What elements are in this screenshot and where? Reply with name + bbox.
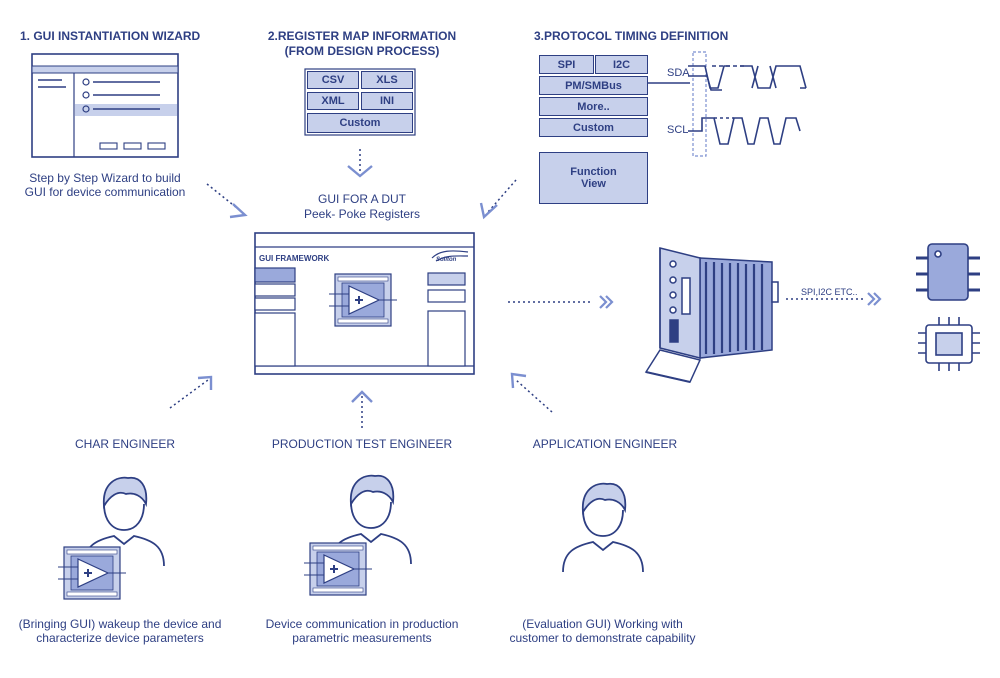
flow-arrows xyxy=(169,149,864,428)
format-ini: INI xyxy=(361,92,413,110)
char-engineer-desc-line2: characterize device parameters xyxy=(36,631,204,645)
vi-block-icon-char xyxy=(57,546,127,600)
arrow-heads xyxy=(197,165,527,403)
person-icon-application-engineer xyxy=(562,482,644,573)
wizard-caption-line1: Step by Step Wizard to build xyxy=(29,171,181,185)
application-engineer-title: APPLICATION ENGINEER xyxy=(532,437,678,451)
scl-label: SCL xyxy=(667,124,689,136)
chevron-icon-to-hardware xyxy=(598,294,614,310)
chevron-icon-to-chips xyxy=(866,291,882,307)
wizard-window-illustration xyxy=(31,53,179,158)
timing-waveforms xyxy=(648,51,807,157)
pxi-chassis-illustration xyxy=(644,247,779,383)
protocol-more: More.. xyxy=(539,97,648,116)
ic-chip-qfn-illustration xyxy=(918,317,980,371)
soliton-logo-text: Soliton xyxy=(436,257,457,263)
step2-heading-line1: 2.REGISTER MAP INFORMATION xyxy=(267,29,457,43)
protocol-custom: Custom xyxy=(539,118,648,137)
vi-block-icon-center xyxy=(328,273,398,327)
sda-label: SDA xyxy=(667,67,690,79)
char-engineer-desc-line1: (Bringing GUI) wakeup the device and xyxy=(18,617,222,631)
function-view-line2: View xyxy=(581,178,606,190)
format-xls: XLS xyxy=(361,71,413,89)
production-engineer-desc-line2: parametric measurements xyxy=(292,631,432,645)
center-title-line1: GUI FOR A DUT xyxy=(317,192,406,206)
step1-heading: 1. GUI INSTANTIATION WIZARD xyxy=(20,29,201,43)
function-view-box: Function View xyxy=(539,152,648,204)
center-title-line2: Peek- Poke Registers xyxy=(303,207,421,221)
step2-heading-line2: (FROM DESIGN PROCESS) xyxy=(284,44,440,58)
production-engineer-title: PRODUCTION TEST ENGINEER xyxy=(271,437,453,451)
gui-framework-window xyxy=(254,232,475,375)
wizard-caption-line2: GUI for device communication xyxy=(24,185,186,199)
protocol-pmsmbus: PM/SMBus xyxy=(539,76,648,95)
bus-label: SPI,I2C ETC.. xyxy=(801,287,858,297)
step3-heading: 3.PROTOCOL TIMING DEFINITION xyxy=(534,29,729,43)
gui-framework-label: GUI FRAMEWORK xyxy=(259,254,330,263)
ic-chip-soic-illustration xyxy=(916,243,980,301)
protocol-i2c: I2C xyxy=(595,55,648,74)
vi-block-icon-production xyxy=(303,542,373,596)
function-view-line1: Function xyxy=(570,166,617,178)
application-engineer-desc-line2: customer to demonstrate capability xyxy=(509,631,696,645)
format-csv: CSV xyxy=(307,71,359,89)
format-xml: XML xyxy=(307,92,359,110)
application-engineer-desc-line1: (Evaluation GUI) Working with xyxy=(522,617,683,631)
format-custom: Custom xyxy=(307,113,413,133)
production-engineer-desc-line1: Device communication in production xyxy=(265,617,459,631)
protocol-spi: SPI xyxy=(539,55,594,74)
char-engineer-title: CHAR ENGINEER xyxy=(74,437,175,451)
